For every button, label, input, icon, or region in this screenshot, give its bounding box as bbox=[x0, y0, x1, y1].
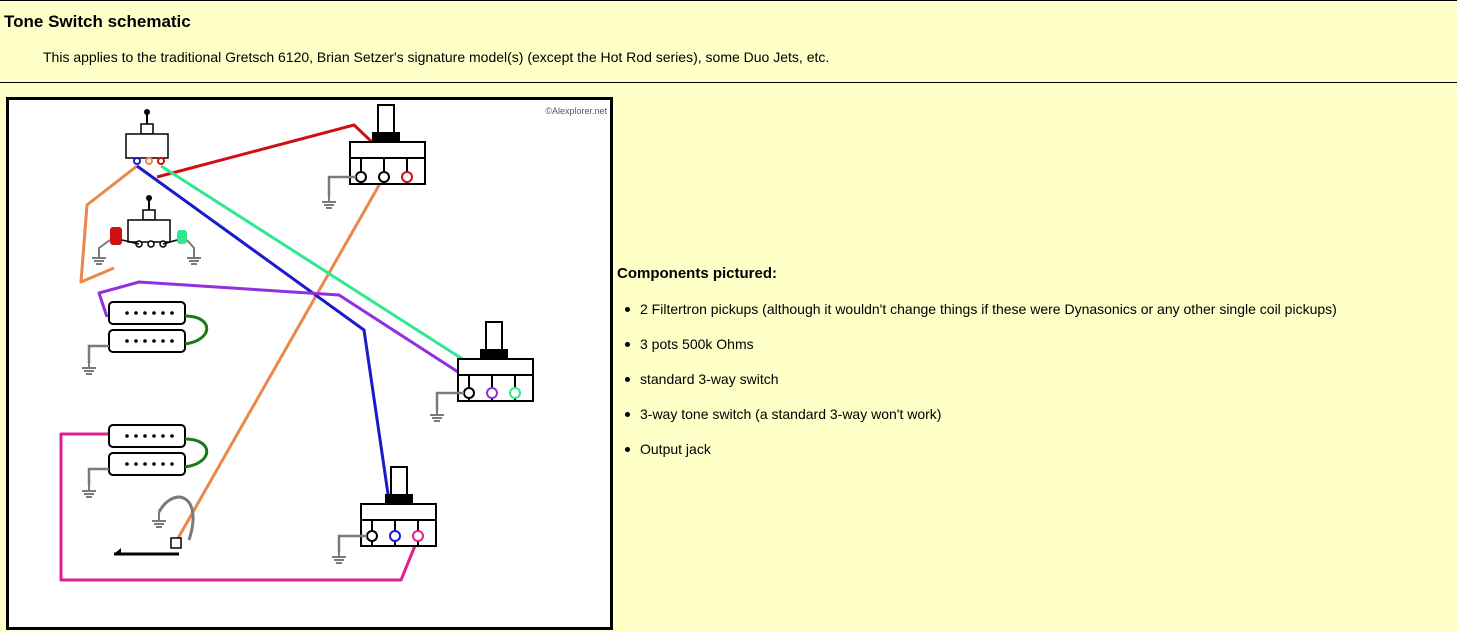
component-item: standard 3-way switch bbox=[625, 370, 1337, 388]
top-rule bbox=[0, 0, 1457, 1]
wiring-diagram-svg: ©Alexplorer.net bbox=[59, 104, 607, 582]
pot-2 bbox=[429, 321, 534, 422]
wiring-diagram: ©Alexplorer.net bbox=[6, 97, 613, 630]
component-item: Output jack bbox=[625, 440, 1337, 458]
page-title: Tone Switch schematic bbox=[4, 12, 191, 31]
output-jack bbox=[114, 495, 195, 556]
wire-purple bbox=[97, 280, 490, 394]
component-item: 2 Filtertron pickups (although it wouldn… bbox=[625, 301, 1337, 317]
components-heading: Components pictured: bbox=[617, 265, 777, 282]
components-list: 2 Filtertron pickups (although it wouldn… bbox=[617, 300, 1337, 458]
wire-orange-jack bbox=[175, 179, 384, 541]
watermark: ©Alexplorer.net bbox=[545, 106, 607, 116]
tone-switch bbox=[91, 195, 202, 265]
component-item: 3-way tone switch (a standard 3-way won'… bbox=[625, 405, 1337, 423]
wire-green bbox=[160, 164, 515, 394]
wire-orange-loop bbox=[79, 164, 138, 284]
intro-text: This applies to the traditional Gretsch … bbox=[43, 49, 830, 65]
wire-magenta bbox=[59, 432, 421, 582]
pickup-2 bbox=[81, 424, 209, 498]
component-item: 3 pots 500k Ohms bbox=[625, 335, 1337, 353]
wire-blue bbox=[136, 164, 396, 536]
pot-1 bbox=[321, 104, 426, 209]
pot-3 bbox=[331, 466, 437, 564]
tone-capacitor-red bbox=[110, 227, 122, 245]
components-section: Components pictured: 2 Filtertron pickup… bbox=[617, 265, 1337, 475]
pickup-1 bbox=[81, 301, 209, 375]
three-way-switch bbox=[125, 109, 169, 165]
tone-capacitor-green bbox=[177, 230, 187, 244]
section-divider bbox=[0, 82, 1457, 83]
